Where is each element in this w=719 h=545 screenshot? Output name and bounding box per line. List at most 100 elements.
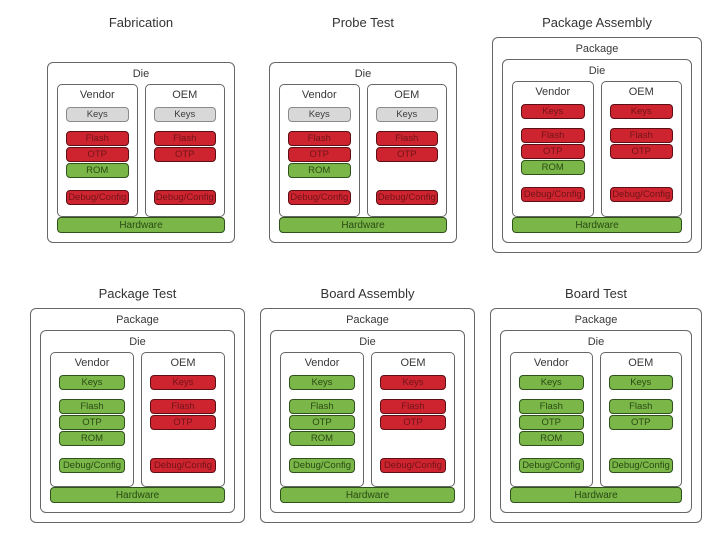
rom-block: ROM: [521, 160, 585, 175]
hardware-bar: Hardware: [510, 487, 682, 503]
hardware-bar: Hardware: [50, 487, 225, 503]
rom-block: ROM: [288, 163, 351, 178]
rom-block: ROM: [289, 431, 355, 446]
stage-title: Board Assembly: [320, 286, 415, 301]
oem-column: OEM Keys Flash OTP Debug/Config: [144, 84, 225, 217]
stage-title: Board Test: [565, 286, 627, 301]
keys-block: Keys: [608, 375, 673, 390]
die-columns: Vendor Keys Flash OTP ROM Debug/Config O…: [512, 81, 682, 217]
stage-title: Fabrication: [108, 15, 174, 30]
memory-stack: Flash OTP: [380, 399, 446, 446]
otp-block: OTP: [519, 415, 584, 430]
vendor-column: Vendor Keys Flash OTP ROM Debug/Config: [50, 352, 134, 487]
stage-title: Probe Test: [332, 15, 394, 30]
memory-stack: Flash OTP: [608, 399, 673, 446]
die-label: Die: [359, 336, 376, 348]
package-label: Package: [116, 314, 159, 326]
die-label: Die: [588, 65, 606, 77]
vendor-column: Vendor Keys Flash OTP ROM Debug/Config: [512, 81, 594, 217]
hardware-bar: Hardware: [57, 217, 225, 233]
keys-block: Keys: [288, 107, 351, 122]
keys-block: Keys: [150, 375, 216, 390]
package-label: Package: [574, 314, 618, 326]
oem-label: OEM: [628, 357, 654, 369]
panel-board-assembly: Board Assembly Package Die Vendor Keys F…: [260, 286, 475, 523]
otp-block: OTP: [289, 415, 355, 430]
flash-block: Flash: [153, 131, 216, 146]
die-columns: Vendor Keys Flash OTP ROM Debug/Config O…: [50, 352, 225, 487]
panel-board-test: Board Test Package Die Vendor Keys Flash…: [490, 286, 702, 523]
otp-block: OTP: [150, 415, 216, 430]
memory-stack: Flash OTP ROM: [66, 131, 129, 178]
vendor-column: Vendor Keys Flash OTP ROM Debug/Config: [510, 352, 593, 487]
vendor-label: Vendor: [301, 89, 337, 101]
die-label: Die: [129, 336, 146, 348]
vendor-label: Vendor: [74, 357, 110, 369]
debug-config-block: Debug/Config: [153, 190, 216, 205]
vendor-label: Vendor: [533, 357, 569, 369]
rom-block: ROM: [59, 431, 125, 446]
panel-package-test: Package Test Package Die Vendor Keys Fla…: [30, 286, 245, 523]
die-columns: Vendor Keys Flash OTP ROM Debug/Config O…: [510, 352, 682, 487]
debug-config-block: Debug/Config: [608, 458, 673, 473]
debug-config-block: Debug/Config: [380, 458, 446, 473]
keys-block: Keys: [153, 107, 216, 122]
package-label: Package: [575, 43, 619, 55]
die-label: Die: [354, 68, 372, 80]
flash-block: Flash: [66, 131, 129, 146]
die-label: Die: [132, 68, 150, 80]
package-box: Package Die Vendor Keys Flash OTP ROM De…: [490, 308, 702, 523]
keys-block: Keys: [380, 375, 446, 390]
vendor-column: Vendor Keys Flash OTP ROM Debug/Config: [279, 84, 360, 217]
memory-stack: Flash OTP ROM: [289, 399, 355, 446]
keys-block: Keys: [375, 107, 438, 122]
die-box: Die Vendor Keys Flash OTP ROM Debug/Conf…: [500, 330, 692, 513]
panel-probe-test: Probe Test Die Vendor Keys Flash OTP ROM…: [269, 15, 457, 243]
stage-title: Package Test: [98, 286, 177, 301]
debug-config-block: Debug/Config: [150, 458, 216, 473]
oem-column: OEM Keys Flash OTP Debug/Config: [366, 84, 447, 217]
memory-stack: Flash OTP: [609, 128, 673, 175]
oem-label: OEM: [400, 357, 426, 369]
debug-config-block: Debug/Config: [519, 458, 584, 473]
hardware-bar: Hardware: [280, 487, 455, 503]
debug-config-block: Debug/Config: [609, 187, 673, 202]
flash-block: Flash: [289, 399, 355, 414]
debug-config-block: Debug/Config: [521, 187, 585, 202]
memory-stack: Flash OTP ROM: [519, 399, 584, 446]
die-box: Die Vendor Keys Flash OTP ROM Debug/Conf…: [40, 330, 235, 513]
keys-block: Keys: [289, 375, 355, 390]
flash-block: Flash: [519, 399, 584, 414]
flash-block: Flash: [608, 399, 673, 414]
oem-label: OEM: [628, 86, 654, 98]
die-box: Die Vendor Keys Flash OTP ROM Debug/Conf…: [47, 62, 235, 243]
keys-block: Keys: [609, 104, 673, 119]
package-label: Package: [346, 314, 389, 326]
rom-block: ROM: [519, 431, 584, 446]
oem-label: OEM: [172, 89, 198, 101]
debug-config-block: Debug/Config: [289, 458, 355, 473]
memory-stack: Flash OTP: [375, 131, 438, 178]
debug-config-block: Debug/Config: [375, 190, 438, 205]
die-columns: Vendor Keys Flash OTP ROM Debug/Config O…: [279, 84, 447, 217]
otp-block: OTP: [375, 147, 438, 162]
die-label: Die: [587, 336, 605, 348]
otp-block: OTP: [521, 144, 585, 159]
memory-stack: Flash OTP ROM: [59, 399, 125, 446]
flash-block: Flash: [380, 399, 446, 414]
vendor-label: Vendor: [304, 357, 340, 369]
otp-block: OTP: [153, 147, 216, 162]
otp-block: OTP: [609, 144, 673, 159]
oem-label: OEM: [170, 357, 196, 369]
flash-block: Flash: [609, 128, 673, 143]
flash-block: Flash: [288, 131, 351, 146]
otp-block: OTP: [288, 147, 351, 162]
otp-block: OTP: [608, 415, 673, 430]
die-box: Die Vendor Keys Flash OTP ROM Debug/Conf…: [270, 330, 465, 513]
panel-package-assembly: Package Assembly Package Die Vendor Keys…: [492, 15, 702, 253]
memory-stack: Flash OTP: [153, 131, 216, 178]
oem-column: OEM Keys Flash OTP Debug/Config: [141, 352, 225, 487]
memory-stack: Flash OTP ROM: [288, 131, 351, 178]
panel-fabrication: Fabrication Die Vendor Keys Flash OTP RO…: [47, 15, 235, 243]
debug-config-block: Debug/Config: [66, 190, 129, 205]
